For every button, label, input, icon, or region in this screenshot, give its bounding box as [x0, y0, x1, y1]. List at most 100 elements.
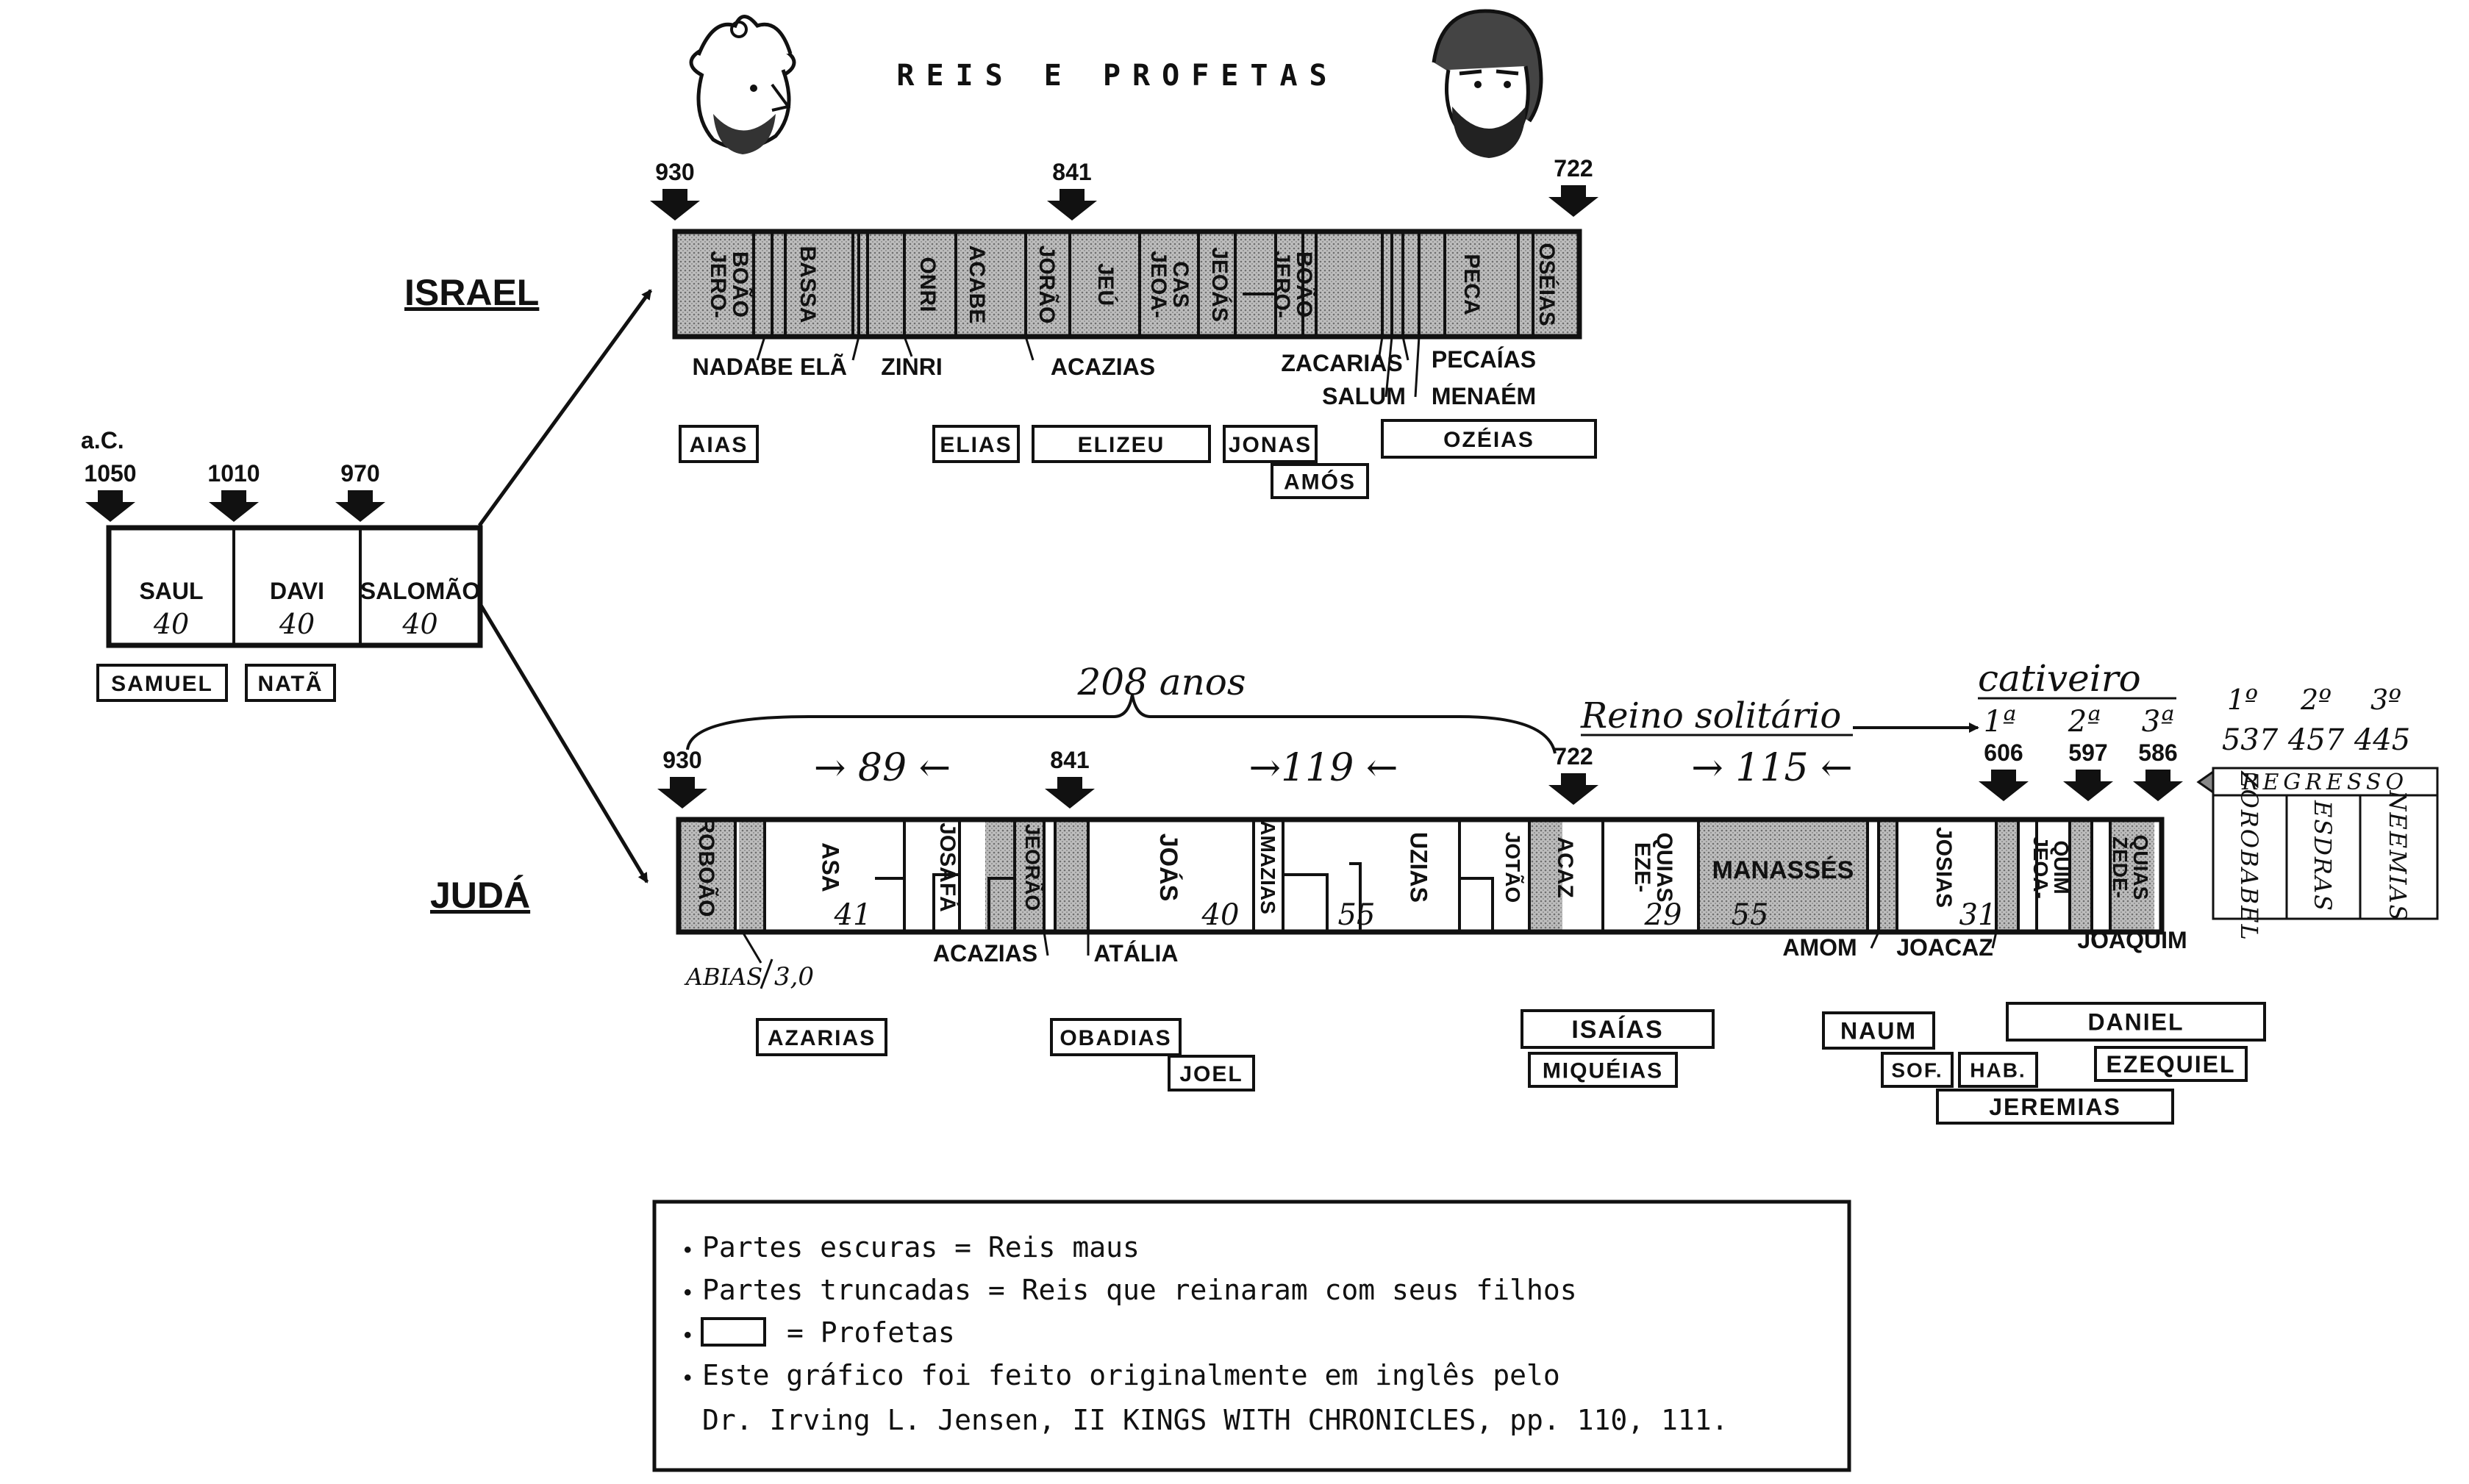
israel-king-6: JEÚ: [1093, 263, 1118, 306]
return-date-537: 537: [2222, 723, 2279, 757]
prophet-daniel-label: DANIEL: [2087, 1009, 2184, 1036]
span-total: 208 anos: [1076, 661, 1246, 703]
regresso-leader-name: ZOROBABEL: [2235, 770, 2263, 942]
juda-king-10-line: QUIAS: [1652, 832, 1676, 902]
israel-label: ISRAEL: [404, 272, 539, 313]
arrow-to-israel: [477, 289, 653, 527]
juda-bar-outline: [676, 817, 2165, 935]
juda-king-14: ZEDE-QUIAS: [2109, 835, 2152, 900]
prophet-sofonias-label: SOF.: [1891, 1059, 1943, 1082]
juda-truncation: [932, 873, 960, 932]
juda-date-586-arrow: [2133, 770, 2183, 801]
united-date-1050-arrow: [85, 490, 135, 522]
regresso-pointer: [2196, 770, 2215, 795]
juda-king-10: EZE-QUIAS: [1630, 832, 1676, 902]
israel-king-9: JERO-BOÃO: [1270, 251, 1317, 318]
juda-truncation: [875, 877, 906, 932]
prophet-miqueias-label: MIQUÉIAS: [1543, 1058, 1663, 1083]
juda-truncation: [1283, 873, 1329, 932]
prophet-habacuque: HAB.: [1958, 1052, 2038, 1088]
juda-king-years: 31: [1959, 898, 1997, 932]
prophet-azarias-label: AZARIAS: [768, 1026, 876, 1050]
israel-king-4-line: ACABE: [965, 245, 989, 324]
span-119: →119 ←: [1249, 746, 1398, 790]
israel-king-7-line: JEOA-: [1146, 251, 1171, 318]
juda-tick: [2090, 931, 2097, 945]
juda-date-841: 841: [1050, 747, 1089, 773]
prophet-jeremias-frame: [1936, 1089, 2174, 1125]
united-king-2: DAVI: [270, 578, 324, 604]
united-king-3: SALOMÃO: [360, 578, 481, 604]
israel-bar-frame: [672, 229, 1582, 340]
legend-line-1: Partes escuras = Reis maus: [702, 1231, 1140, 1263]
israel-date-841-arrow: [1047, 189, 1097, 221]
juda-king-14-line: QUIAS: [2129, 835, 2152, 900]
prophet-naum-frame: [1822, 1011, 1935, 1050]
united-date-1010-arrow: [209, 490, 259, 522]
juda-date-722: 722: [1554, 743, 1593, 770]
juda-king-7: UZIAS: [1405, 832, 1432, 903]
united-bar-frame: [106, 525, 483, 648]
era-label: a.C.: [81, 427, 124, 454]
prophet-obadias-label: OBADIAS: [1060, 1026, 1171, 1050]
juda-king-13-line: QUIM: [2050, 840, 2073, 894]
capture-ordinals: 1ª 2ª 3ª: [1984, 705, 2174, 739]
legend-bullet: •: [684, 1280, 692, 1305]
prophet-naum-label: NAUM: [1840, 1018, 1917, 1044]
prophet-jonas-label: JONAS: [1229, 433, 1312, 457]
reino-solitario-label: Reino solitário: [1580, 695, 1841, 736]
legend-line-3: = Profetas: [787, 1316, 955, 1349]
juda-king-4-line: JEORÃO: [1021, 824, 1044, 911]
juda-king-2: ASA: [817, 842, 843, 892]
juda-date-606: 606: [1984, 739, 2023, 766]
prophet-samuel-frame: [96, 664, 228, 702]
prophet-naum: NAUM: [1822, 1011, 1935, 1050]
israel-truncation: [1243, 293, 1277, 337]
return-date-457: 457: [2287, 723, 2345, 757]
prophet-ezequiel-label: EZEQUIEL: [2106, 1051, 2235, 1078]
juda-dark-reign: [1698, 820, 1868, 932]
prophet-daniel-frame: [2006, 1002, 2266, 1042]
juda-truncation: [987, 877, 1015, 932]
juda-king-1-line: ROBOÃO: [694, 818, 719, 917]
juda-tick: [1043, 931, 1049, 956]
united-date-970-arrow: [335, 490, 385, 522]
israel-tick: [1401, 336, 1409, 361]
juda-minor-king-4: AMOM: [1782, 934, 1857, 961]
juda-minor-king-2: ACAZIAS: [933, 940, 1037, 967]
israel-king-7: JEOA-CAS: [1146, 251, 1193, 318]
juda-dark-reign: [679, 820, 735, 932]
prophet-nata-frame: [245, 664, 336, 702]
juda-king-3-line: JOSAFÁ: [935, 822, 960, 912]
juda-dark-reign: [1996, 820, 2018, 932]
juda-king-11: MANASSÉS: [1712, 856, 1854, 884]
juda-minor-king-abias: ABIAS: [684, 963, 762, 991]
return-date-445: 445: [2354, 723, 2410, 757]
israel-date-722-arrow: [1548, 185, 1598, 217]
israel-date-722: 722: [1554, 155, 1593, 182]
juda-king-years: 40: [1201, 898, 1240, 932]
prophet-jeremias: JEREMIAS: [1936, 1089, 2174, 1125]
chart-title: REIS E PROFETAS: [896, 59, 1338, 93]
legend-line-5: Dr. Irving L. Jensen, II KINGS WITH CHRO…: [702, 1404, 1729, 1436]
israel-minor-king-3: ZINRI: [881, 354, 943, 380]
abias-years: 3,0: [774, 962, 814, 992]
prophet-habacuque-frame: [1958, 1052, 2038, 1088]
juda-king-9-line: ACAZ: [1553, 836, 1577, 897]
capture-ordinal-3: 3ª: [2142, 705, 2174, 739]
return-ordinal-2: 2º: [2300, 684, 2332, 716]
israel-date-930: 930: [655, 159, 694, 185]
prophet-daniel: DANIEL: [2006, 1002, 2266, 1042]
israel-tick: [1414, 336, 1421, 398]
capture-ordinal-2: 2ª: [2068, 705, 2101, 739]
prophet-ozeias-label: OZÉIAS: [1443, 427, 1534, 452]
israel-king-9-line: BOÃO: [1292, 251, 1317, 318]
capture-ordinal-1: 1ª: [1984, 705, 2016, 739]
israel-tick: [756, 336, 766, 361]
prophet-amos-label: AMÓS: [1284, 469, 1356, 494]
